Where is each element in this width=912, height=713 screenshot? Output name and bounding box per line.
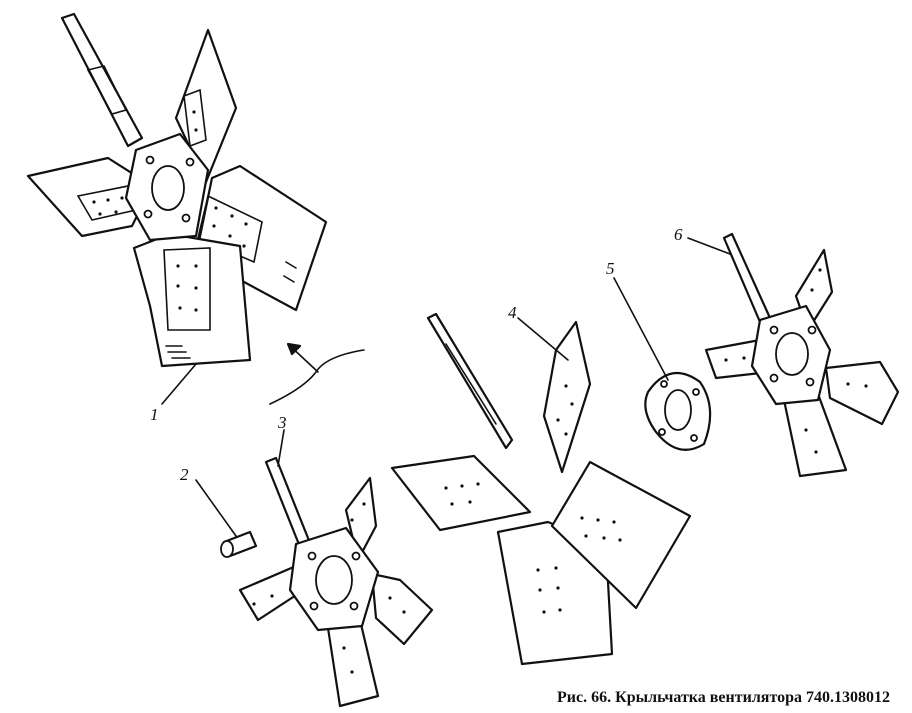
assembled-fan-impeller (26, 12, 328, 368)
leader-lines (161, 237, 731, 537)
callout-5: 5 (606, 259, 615, 278)
bolt (220, 530, 258, 558)
spider-hub-frame-right (704, 232, 900, 478)
callout-3: 3 (277, 413, 287, 432)
thin-arm (426, 312, 514, 450)
callout-1: 1 (150, 405, 159, 424)
loose-blades (390, 454, 692, 666)
callout-4: 4 (508, 303, 517, 322)
spider-hub-frame (238, 456, 434, 708)
assembly-arrow (269, 342, 365, 405)
figure-caption: Рис. 66. Крыльчатка вентилятора 740.1308… (557, 689, 890, 706)
callout-numbers: 1 2 3 4 5 6 (150, 225, 683, 484)
narrow-blade (542, 320, 592, 474)
reinforcement-washer (644, 372, 712, 451)
callout-6: 6 (674, 225, 683, 244)
callout-2: 2 (180, 465, 189, 484)
